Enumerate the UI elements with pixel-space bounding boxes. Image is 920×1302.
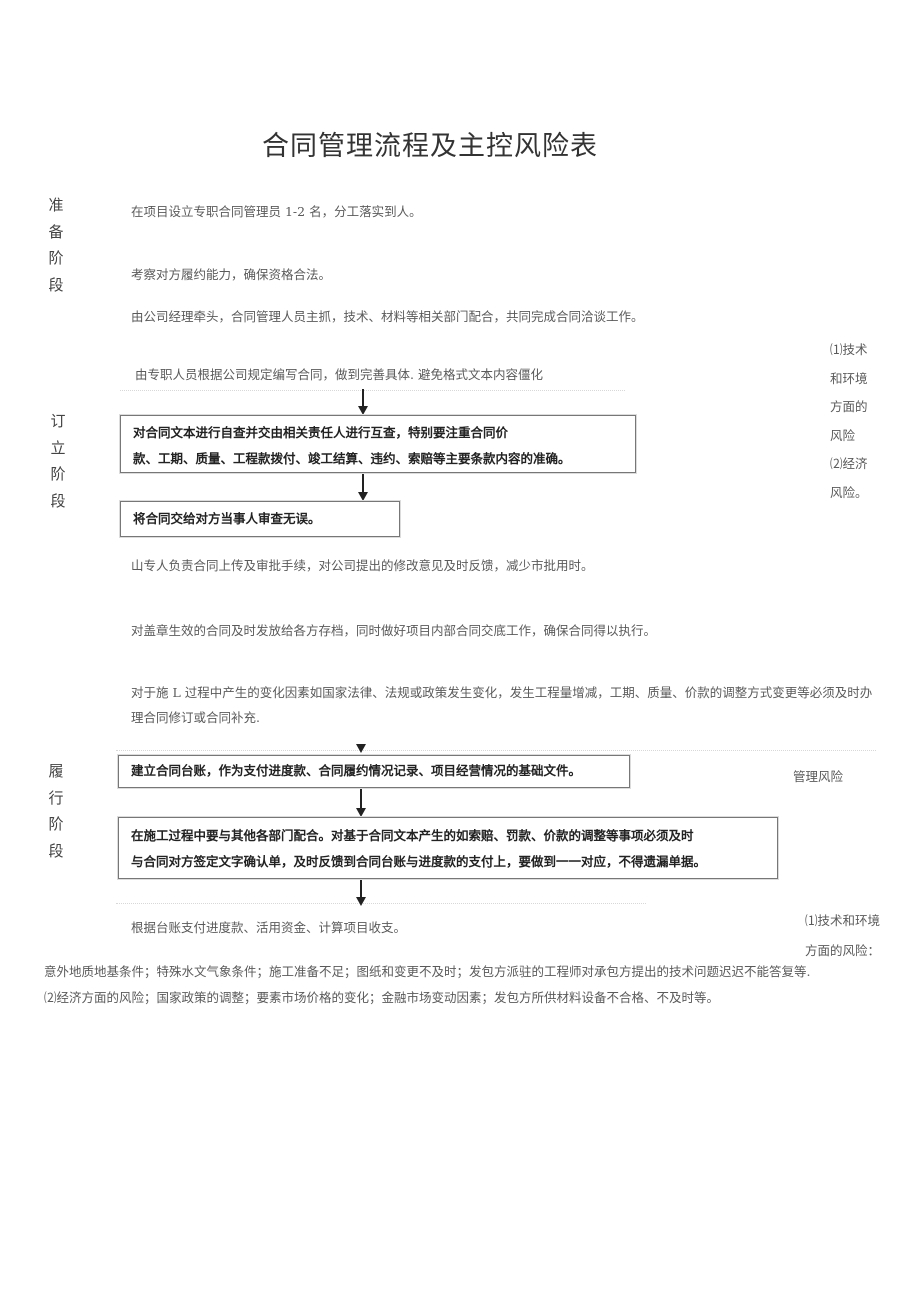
- risk-line: 风险。: [830, 484, 868, 500]
- footer-line-1: 意外地质地基条件；特殊水文气象条件；施工准备不足；图纸和变更不及时；发包方派驻的…: [44, 964, 811, 979]
- risk-line: 方面的: [830, 399, 868, 414]
- signing-intro: 由专职人员根据公司规定编写合同，做到完善具体. 避免格式文本内容僵化: [135, 367, 543, 382]
- box-text: 将合同交给对方当事人审查无误。: [133, 511, 321, 526]
- dotted-guide: [116, 903, 646, 904]
- flow-box-self-review: 对合同文本进行自查并交由相关责任人进行互查，特别要注重合同价 款、工期、质量、工…: [120, 415, 636, 473]
- risk-line: 和环境: [830, 370, 868, 386]
- stage-char: 行: [48, 788, 64, 807]
- arrow-down-icon: [358, 389, 368, 415]
- stage-char: 履: [48, 762, 64, 780]
- risk-line: 方面的风险：: [804, 943, 880, 958]
- dotted-guide: [116, 750, 876, 751]
- prep-line-3: 由公司经理牵头，合同管理人员主抓，技术、材料等相关部门配合，共同完成合同洽谈工作…: [131, 309, 644, 324]
- prep-line-1: 在项目设立专职合同管理员 1-2 名，分工落实到人。: [131, 204, 422, 219]
- box-line: 对合同文本进行自查并交由相关责任人进行互查，特别要注重合同价: [133, 425, 509, 440]
- stage-char: 阶: [48, 815, 64, 833]
- document-title: 合同管理流程及主控风险表: [262, 131, 598, 162]
- performance-after: 根据台账支付进度款、活用资金、计算项目收支。: [131, 920, 407, 935]
- arrow-down-icon: [356, 789, 366, 817]
- stage-char: 阶: [50, 465, 66, 483]
- signing-after-1: 山专人负责合同上传及审批手续，对公司提出的修改意见及时反馈，减少市批用时。: [131, 558, 594, 573]
- risk-line: ⑴技术: [830, 342, 868, 357]
- risk-line: ⑵经济: [830, 456, 868, 471]
- signing-risk-note: ⑴技术 和环境 方面的 风险 ⑵经济 风险。: [830, 336, 890, 507]
- signing-change-text: 对于施 L 过程中产生的变化因素如国家法律、法规或政策发生变化，发生工程量增减，…: [131, 685, 873, 725]
- signing-after-2: 对盖章生效的合同及时发放给各方存档，同时做好项目内部合同交底工作，确保合同得以执…: [131, 623, 657, 638]
- box-text: 建立合同台账，作为支付进度款、合同履约情况记录、项目经营情况的基础文件。: [131, 763, 582, 778]
- prep-line-2: 考察对方履约能力，确保资格合法。: [131, 267, 332, 282]
- flow-box-ledger: 建立合同台账，作为支付进度款、合同履约情况记录、项目经营情况的基础文件。: [118, 755, 630, 788]
- stage-char: 段: [48, 275, 64, 294]
- arrow-down-icon: [358, 474, 368, 501]
- flow-box-coordination: 在施工过程中要与其他各部门配合。对基于合同文本产生的如索赔、罚款、价款的调整等事…: [118, 817, 778, 879]
- stage-char: 准: [48, 196, 64, 214]
- box-line: 在施工过程中要与其他各部门配合。对基于合同文本产生的如索赔、罚款、价款的调整等事…: [131, 828, 694, 843]
- stage-char: 备: [48, 222, 64, 241]
- stage-char: 段: [50, 491, 66, 510]
- stage-label-preparation: 准 备 阶 段: [46, 192, 66, 298]
- risk-line: 风险: [830, 427, 856, 443]
- flow-box-counterparty-review: 将合同交给对方当事人审查无误。: [120, 501, 400, 537]
- box-line: 款、工期、质量、工程款拨付、竣工结算、违约、索赔等主要条款内容的准确。: [133, 451, 571, 466]
- stage-char: 阶: [48, 249, 64, 267]
- stage-char: 段: [48, 841, 64, 860]
- performance-risk-note: ⑴技术和环境 方面的风险：: [790, 906, 880, 966]
- dotted-guide: [120, 390, 625, 391]
- arrow-down-icon: [356, 880, 366, 906]
- footer-line-2: ⑵经济方面的风险；国家政策的调整；要素市场价格的变化；金融市场变动因素；发包方所…: [44, 990, 720, 1005]
- arrow-down-icon: [356, 744, 366, 754]
- stage-label-signing: 订 立 阶 段: [48, 408, 68, 514]
- stage-char: 订: [50, 412, 66, 430]
- stage-char: 立: [50, 438, 66, 457]
- stage-label-performance: 履 行 阶 段: [46, 758, 66, 864]
- management-risk-label: 管理风险: [793, 769, 844, 784]
- box-line: 与合同对方签定文字确认单，及时反馈到合同台账与进度款的支付上，要做到一一对应，不…: [131, 854, 707, 869]
- risk-line: ⑴技术和环境: [804, 913, 880, 928]
